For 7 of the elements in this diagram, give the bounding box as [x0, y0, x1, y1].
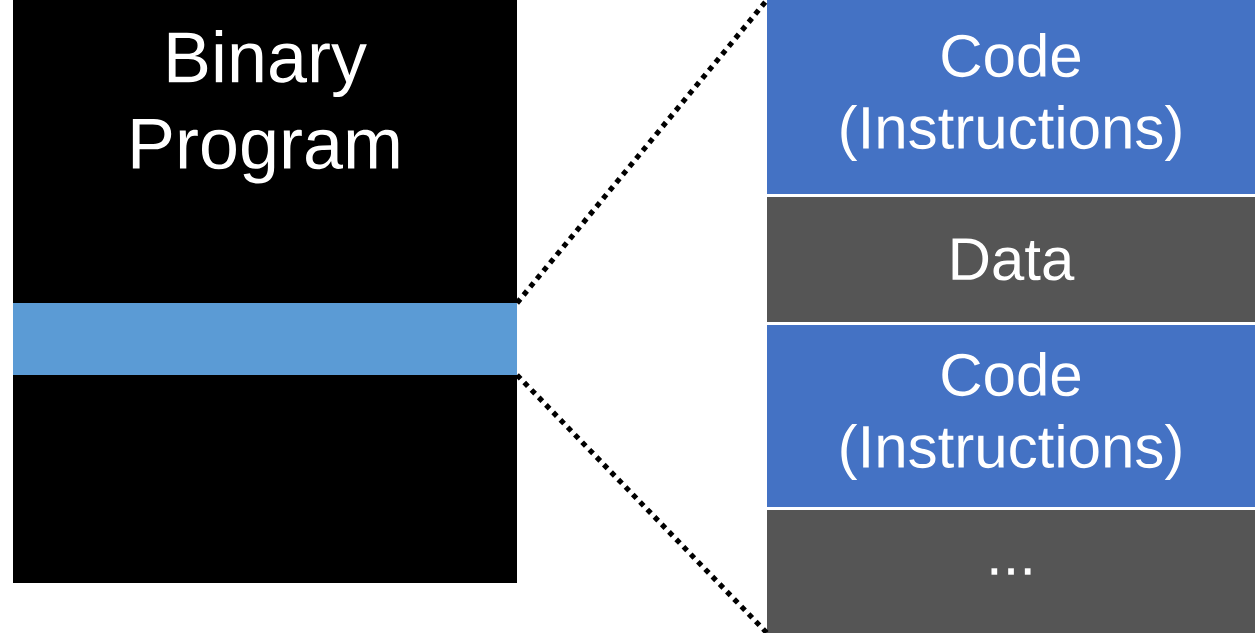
data-section: Data	[767, 197, 1255, 322]
ellipsis-section: ...	[767, 510, 1255, 633]
zoom-line	[515, 373, 769, 633]
zoom-line	[515, 0, 769, 305]
code-section: Code (Instructions)	[767, 325, 1255, 507]
code-section: Code (Instructions)	[767, 0, 1255, 194]
highlighted-band	[13, 303, 517, 375]
